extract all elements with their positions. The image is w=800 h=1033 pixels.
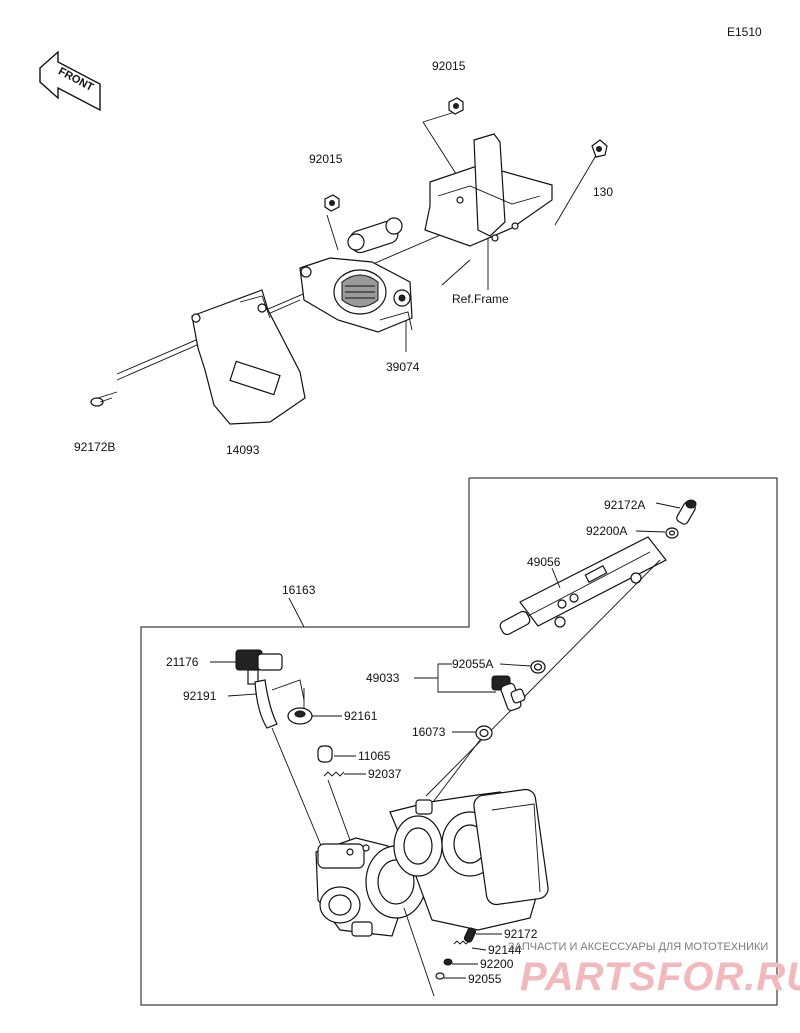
spring-92144 — [453, 940, 470, 945]
label-92172B: 92172B — [74, 440, 115, 454]
label-92015-top: 92015 — [432, 59, 466, 73]
screw-92161 — [287, 688, 313, 725]
nut-92015-mid — [324, 194, 340, 212]
upper-leader-lines — [97, 111, 599, 399]
label-16073: 16073 — [412, 725, 446, 739]
label-49033: 49033 — [366, 671, 400, 685]
fuel-rail-49056 — [499, 536, 667, 636]
label-92172A: 92172A — [604, 498, 645, 512]
label-92191: 92191 — [183, 689, 217, 703]
o-ring-92055A — [530, 660, 546, 674]
diagram-code: E1510 — [727, 25, 762, 39]
label-92055: 92055 — [468, 972, 502, 986]
label-21176: 21176 — [166, 655, 199, 669]
label-11065: 11065 — [358, 749, 391, 763]
assembly-16163-boundary — [140, 477, 778, 1006]
bolt-130 — [591, 139, 608, 158]
nut-92015-top — [448, 97, 464, 115]
screw-92172B — [90, 397, 113, 407]
screw-92172A — [676, 499, 697, 525]
label-92200A: 92200A — [586, 524, 627, 538]
throttle-body — [315, 788, 549, 937]
label-92144: 92144 — [488, 943, 522, 957]
label-ref-frame: Ref.Frame — [452, 292, 509, 306]
label-39074: 39074 — [386, 360, 420, 374]
watermark-tagline: ЗАПЧАСТИ И АКСЕССУАРЫ ДЛЯ МОТОТЕХНИКИ — [508, 941, 768, 953]
label-92161: 92161 — [344, 709, 378, 723]
o-ring-92055 — [435, 972, 445, 980]
front-arrow-icon: FRONT — [39, 50, 101, 112]
label-92037: 92037 — [368, 767, 402, 781]
label-92015-mid: 92015 — [309, 152, 343, 166]
screw-92172 — [463, 927, 477, 943]
cap-11065 — [317, 745, 333, 763]
washer-92200A — [665, 527, 679, 539]
frame-bracket — [424, 133, 553, 247]
label-92172: 92172 — [504, 927, 538, 941]
injector-49033 — [491, 675, 526, 712]
label-130: 130 — [593, 185, 613, 199]
sensor-21176 — [235, 649, 283, 685]
label-92200: 92200 — [480, 957, 514, 971]
o-ring-16073 — [475, 725, 493, 741]
clip-92037 — [323, 771, 345, 777]
washer-92200 — [443, 958, 453, 966]
label-16163: 16163 — [282, 583, 316, 597]
label-49056: 49056 — [527, 555, 561, 569]
sensor-unit-39074 — [299, 217, 413, 333]
watermark-logo: PARTSFOR.RU — [520, 955, 800, 999]
cover-14093 — [191, 289, 306, 425]
label-92055A: 92055A — [452, 657, 493, 671]
label-14093: 14093 — [226, 443, 260, 457]
hose-92191 — [254, 679, 278, 729]
